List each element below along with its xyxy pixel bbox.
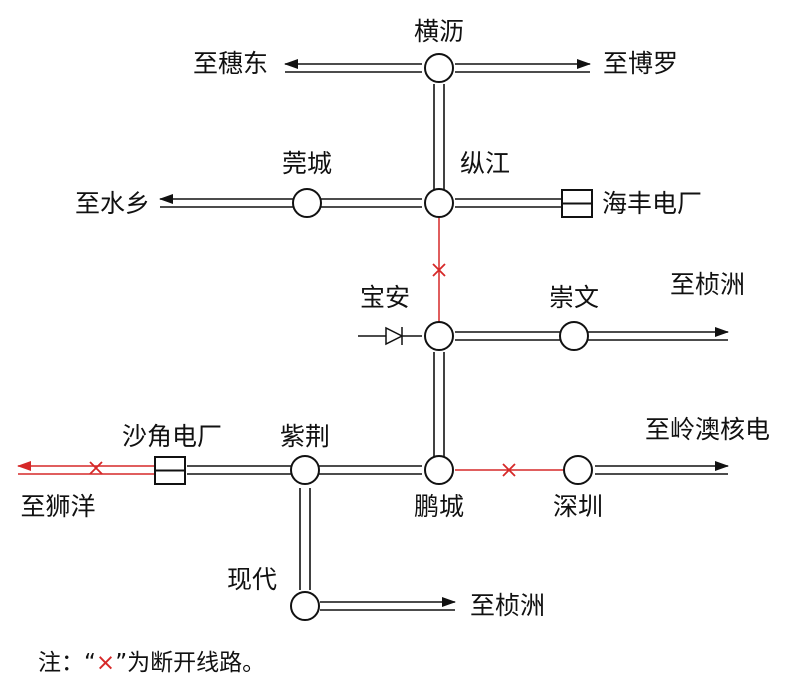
open-line-zongjiang-baoan	[432, 218, 446, 322]
line-zongjiang-shuixiang	[159, 194, 422, 208]
line-hengli-suidong	[284, 59, 422, 73]
label-baoan: 宝安	[360, 283, 410, 312]
label-to-suidong: 至穗东	[193, 49, 268, 78]
line-baoan-pengcheng	[433, 352, 445, 458]
note-prefix: 注：“	[38, 650, 96, 676]
line-hengli-boluo	[455, 59, 591, 73]
node-zijing	[290, 455, 320, 485]
label-chongwen: 崇文	[549, 283, 599, 312]
node-chongwen	[559, 321, 589, 351]
label-to-boluo: 至博罗	[603, 49, 678, 78]
node-shenzhen	[563, 455, 593, 485]
line-xiandai-zhenzhou	[320, 597, 456, 611]
plant-haifeng	[561, 189, 593, 218]
label-shajiao-plant: 沙角电厂	[122, 422, 222, 451]
node-hengli	[424, 53, 454, 83]
node-baoan	[424, 321, 454, 351]
diode-symbol	[385, 326, 404, 346]
label-to-shuixiang: 至水乡	[75, 189, 150, 218]
line-zijing-xiandai	[299, 488, 311, 590]
node-pengcheng	[424, 455, 454, 485]
label-zijing: 紫荆	[280, 422, 330, 451]
label-guancheng: 莞城	[282, 149, 332, 178]
node-guancheng	[292, 188, 322, 218]
note-mark: ×	[96, 650, 115, 676]
label-to-zhenzhou-2: 至桢洲	[470, 591, 545, 620]
node-xiandai	[290, 591, 320, 621]
label-shenzhen: 深圳	[553, 492, 603, 521]
plant-shajiao	[154, 456, 186, 485]
note-suffix: ”为断开线路。	[115, 650, 265, 676]
label-haifeng-plant: 海丰电厂	[602, 189, 702, 218]
label-hengli: 横沥	[414, 17, 464, 46]
note: 注：“×”为断开线路。	[38, 650, 265, 676]
open-line-shajiao-shiyang	[17, 461, 155, 475]
label-to-lingao: 至岭澳核电	[645, 415, 770, 444]
node-zongjiang	[424, 188, 454, 218]
label-pengcheng: 鹏城	[414, 492, 464, 521]
line-shenzhen-lingao	[595, 461, 729, 475]
label-zongjiang: 纵江	[460, 149, 510, 178]
line-hengli-zongjiang	[433, 84, 445, 190]
label-xiandai: 现代	[227, 565, 277, 594]
label-to-zhenzhou-1: 至桢洲	[670, 270, 745, 299]
line-baoan-zhenzhou	[455, 327, 729, 341]
open-line-pengcheng-shenzhen	[455, 463, 563, 477]
label-to-shiyang: 至狮洋	[20, 492, 95, 521]
line-zongjiang-haifeng	[455, 198, 562, 208]
